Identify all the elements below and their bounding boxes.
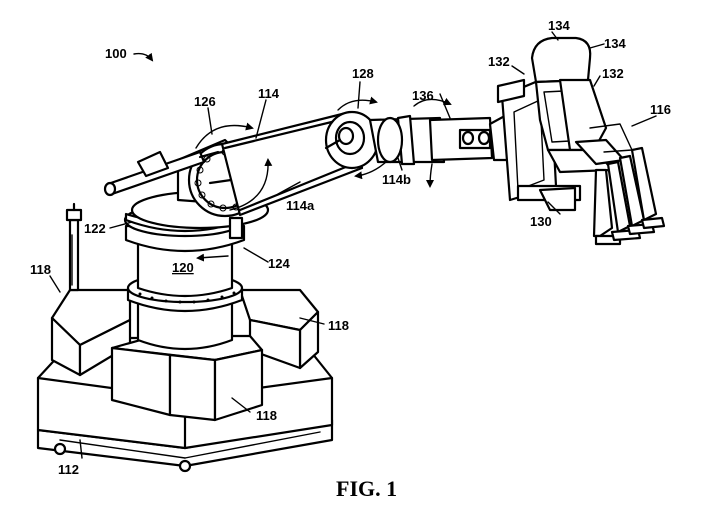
label-134-left: 134 — [548, 18, 570, 33]
label-132-left: 132 — [488, 54, 510, 69]
actuator-rod — [103, 150, 220, 197]
label-100: 100 — [105, 46, 127, 61]
label-118-right: 118 — [328, 318, 349, 333]
label-118-front: 118 — [256, 408, 277, 423]
label-132-right: 132 — [602, 66, 624, 81]
rotation-arrows — [195, 96, 452, 262]
label-134-right: 134 — [604, 36, 626, 51]
sensor-post — [65, 202, 83, 292]
label-128: 128 — [352, 66, 374, 81]
label-126: 126 — [194, 94, 216, 109]
label-130: 130 — [530, 214, 552, 229]
elbow-joint — [324, 110, 380, 170]
label-118-left: 118 — [30, 262, 51, 277]
label-116: 116 — [650, 102, 671, 117]
label-114b: 114b — [382, 172, 411, 187]
pedestal-bolts — [138, 291, 236, 304]
label-120: 120 — [172, 260, 194, 275]
label-124: 124 — [268, 256, 290, 271]
arm-upper-link — [368, 110, 522, 166]
label-136: 136 — [412, 88, 434, 103]
label-112: 112 — [58, 462, 79, 477]
label-122: 122 — [84, 221, 106, 236]
leader-lines — [49, 31, 657, 459]
seats — [530, 36, 633, 174]
label-114: 114 — [258, 86, 280, 101]
label-114a: 114a — [286, 198, 315, 213]
dangling-legs — [592, 146, 666, 246]
figure-caption: FIG. 1 — [336, 476, 397, 501]
